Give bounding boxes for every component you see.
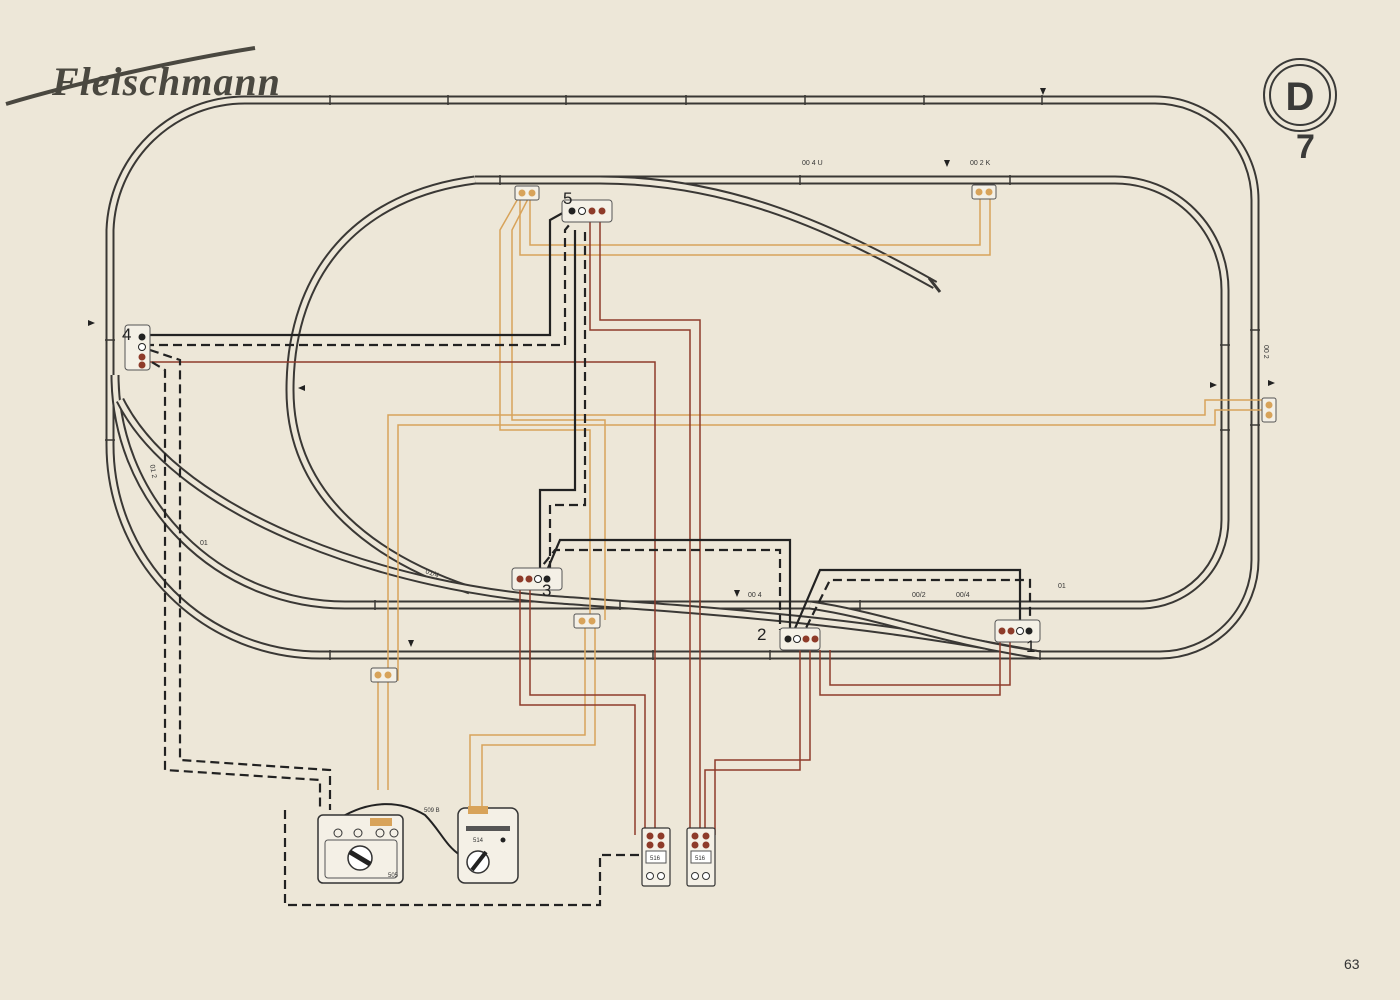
- point-3-label: 3: [542, 581, 551, 600]
- track-label: 01: [200, 540, 208, 547]
- plan-badge: D: [1263, 58, 1337, 132]
- switch-panel-1-label: 516: [650, 856, 661, 862]
- wiring-black: [139, 209, 1032, 907]
- outer-oval-track: [105, 95, 1260, 660]
- point-1-label: 1: [1026, 637, 1035, 656]
- switch-panel-2-label: 516: [695, 856, 706, 862]
- track-label: 01: [1058, 583, 1066, 590]
- controller-model-label: 514: [473, 838, 484, 844]
- track-label: 00 2 K: [970, 160, 991, 167]
- terminal-3: [511, 567, 563, 591]
- wiring-orange: [377, 192, 1270, 810]
- point-5-label: 5: [563, 189, 572, 208]
- controller-514[interactable]: 514: [457, 806, 519, 884]
- transformer-model-label: 505: [388, 873, 399, 879]
- point-4-label: 4: [122, 325, 131, 344]
- track-label: 00 2: [1262, 345, 1269, 359]
- wiring-red: [145, 210, 1011, 835]
- terminal-2: [779, 627, 821, 651]
- terminal-4: [124, 324, 151, 371]
- terminal-5: [561, 199, 613, 223]
- direction-markers: [88, 88, 1275, 647]
- orange-terminal-bottom: [573, 613, 601, 629]
- orange-terminal-right: [1261, 397, 1277, 423]
- cable-label: 509 B: [424, 808, 440, 814]
- track-label: 01/4: [424, 568, 439, 579]
- switch-panel-1[interactable]: 516: [641, 827, 671, 887]
- page-number: 63: [1344, 956, 1360, 972]
- track-label: 00/2: [912, 592, 926, 599]
- track-label: 00 4 U: [802, 160, 823, 167]
- track-label: 01 2: [148, 464, 157, 479]
- track-label: 00/4: [956, 592, 970, 599]
- transformer-505[interactable]: 505: [317, 814, 404, 884]
- middle-oval-track: [110, 175, 1230, 610]
- crossover-track: [115, 397, 1041, 660]
- orange-terminal-top-right: [971, 184, 997, 200]
- orange-terminal-bottom-left: [370, 667, 398, 683]
- logo-swoosh: [5, 46, 256, 106]
- terminal-clusters: [124, 184, 1277, 683]
- plan-letter: D: [1286, 75, 1315, 119]
- terminal-1: [994, 619, 1041, 643]
- orange-terminal-top-left: [514, 185, 540, 201]
- plan-number: 7: [1296, 128, 1315, 166]
- track-label: 00 4: [748, 592, 762, 599]
- point-2-label: 2: [757, 625, 766, 644]
- track-joints: [105, 95, 1260, 660]
- siding-track: [599, 175, 942, 293]
- switch-panel-2[interactable]: 516: [686, 827, 716, 887]
